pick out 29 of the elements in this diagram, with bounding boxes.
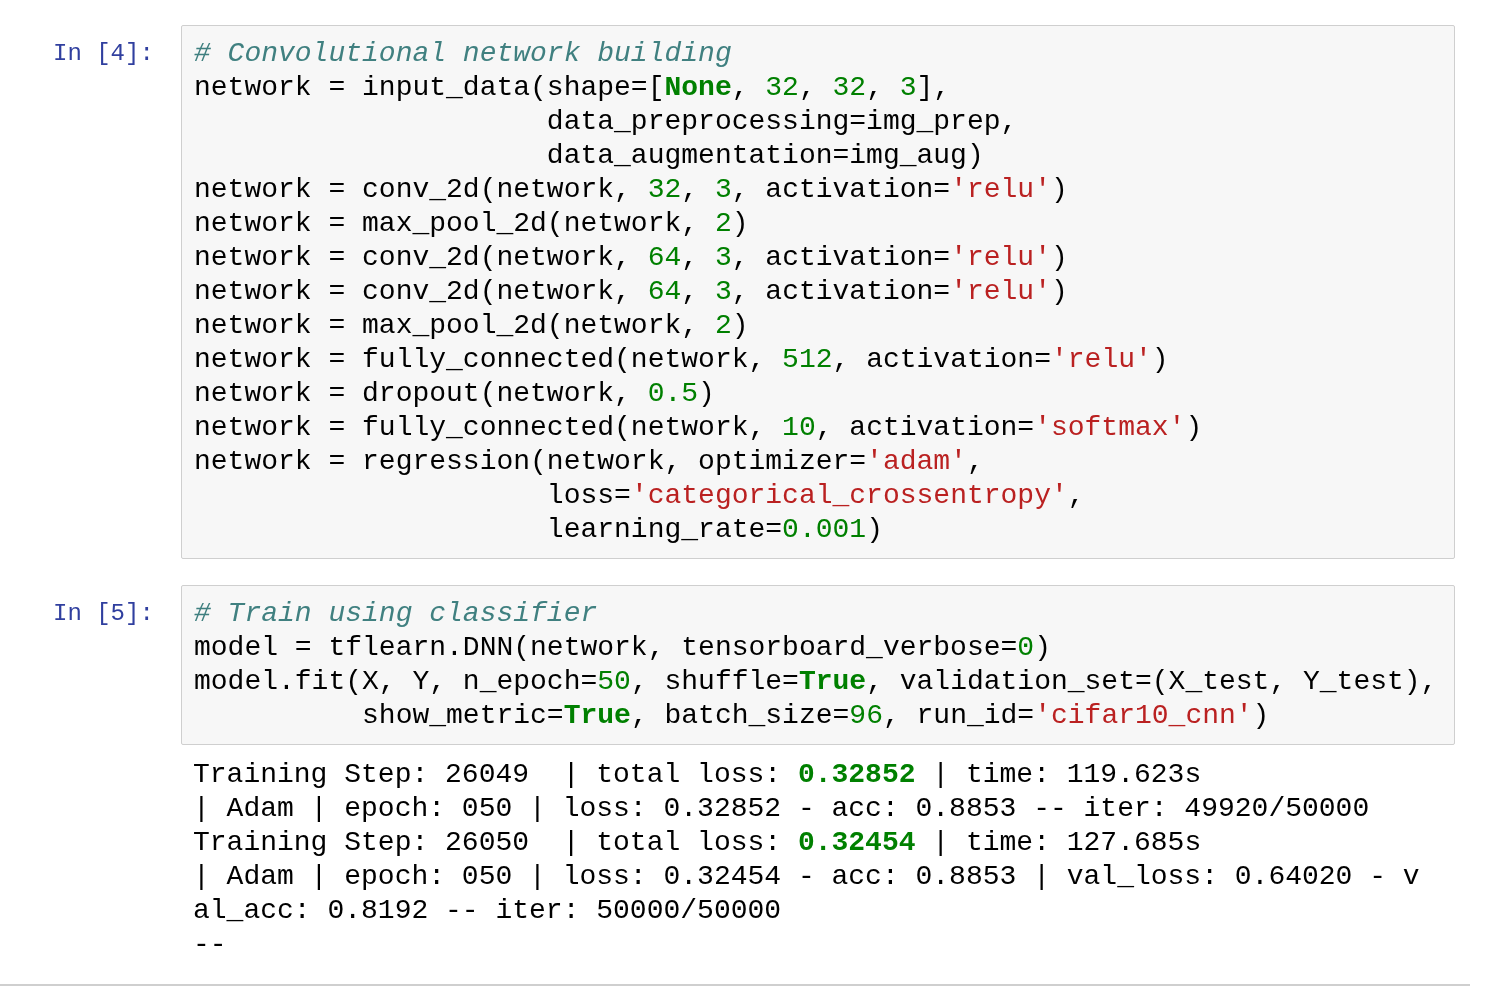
code-line: model = tflearn.DNN(network, tensorboard_verbose=0) [194,631,1052,665]
input-prompt: In [5]: [53,599,154,629]
code-cell [181,585,1455,745]
output-line: -- [193,928,227,962]
code-line: data_preprocessing=img_prep, [545,105,1019,139]
output-line: | Adam | epoch: 050 | loss: 0.32454 - acc: 0.8853 | val_loss: 0.64020 - v [193,860,1420,894]
code-line: learning_rate=0.001) [545,513,884,547]
code-line: network = input_data(shape=[None, 32, 32, 3], [194,71,952,105]
output-line: Training Step: 26050 | total loss: 0.32454 | time: 127.685s [193,826,1202,860]
output-line: al_acc: 0.8192 -- iter: 50000/50000 [193,894,782,928]
code-line: network = fully_connected(network, 10, activation='softmax') [194,411,1204,445]
code-line: network = conv_2d(network, 64, 3, activation='relu') [194,241,1069,275]
code-line: network = fully_connected(network, 512, activation='relu') [194,343,1170,377]
code-line: model.fit(X, Y, n_epoch=50, shuffle=True, validation_set=(X_test, Y_test), [194,665,1439,699]
code-line: network = max_pool_2d(network, 2) [194,207,750,241]
code-line: network = conv_2d(network, 64, 3, activation='relu') [194,275,1069,309]
code-cell [181,25,1455,559]
code-line: show_metric=True, batch_size=96, run_id='cifar10_cnn') [361,699,1271,733]
code-line: data_augmentation=img_aug) [545,139,985,173]
code-line: # Convolutional network building [194,37,733,71]
code-line: network = max_pool_2d(network, 2) [194,309,750,343]
code-line: network = dropout(network, 0.5) [194,377,716,411]
code-line: network = regression(network, optimizer='adam', [194,445,985,479]
code-line: loss='categorical_crossentropy', [545,479,1086,513]
code-line: # Train using classifier [194,597,599,631]
output-line: | Adam | epoch: 050 | loss: 0.32852 - acc: 0.8853 -- iter: 49920/50000 [193,792,1370,826]
output-line: Training Step: 26049 | total loss: 0.32852 | time: 119.623s [193,758,1202,792]
code-line: network = conv_2d(network, 32, 3, activation='relu') [194,173,1069,207]
input-prompt: In [4]: [53,39,154,69]
